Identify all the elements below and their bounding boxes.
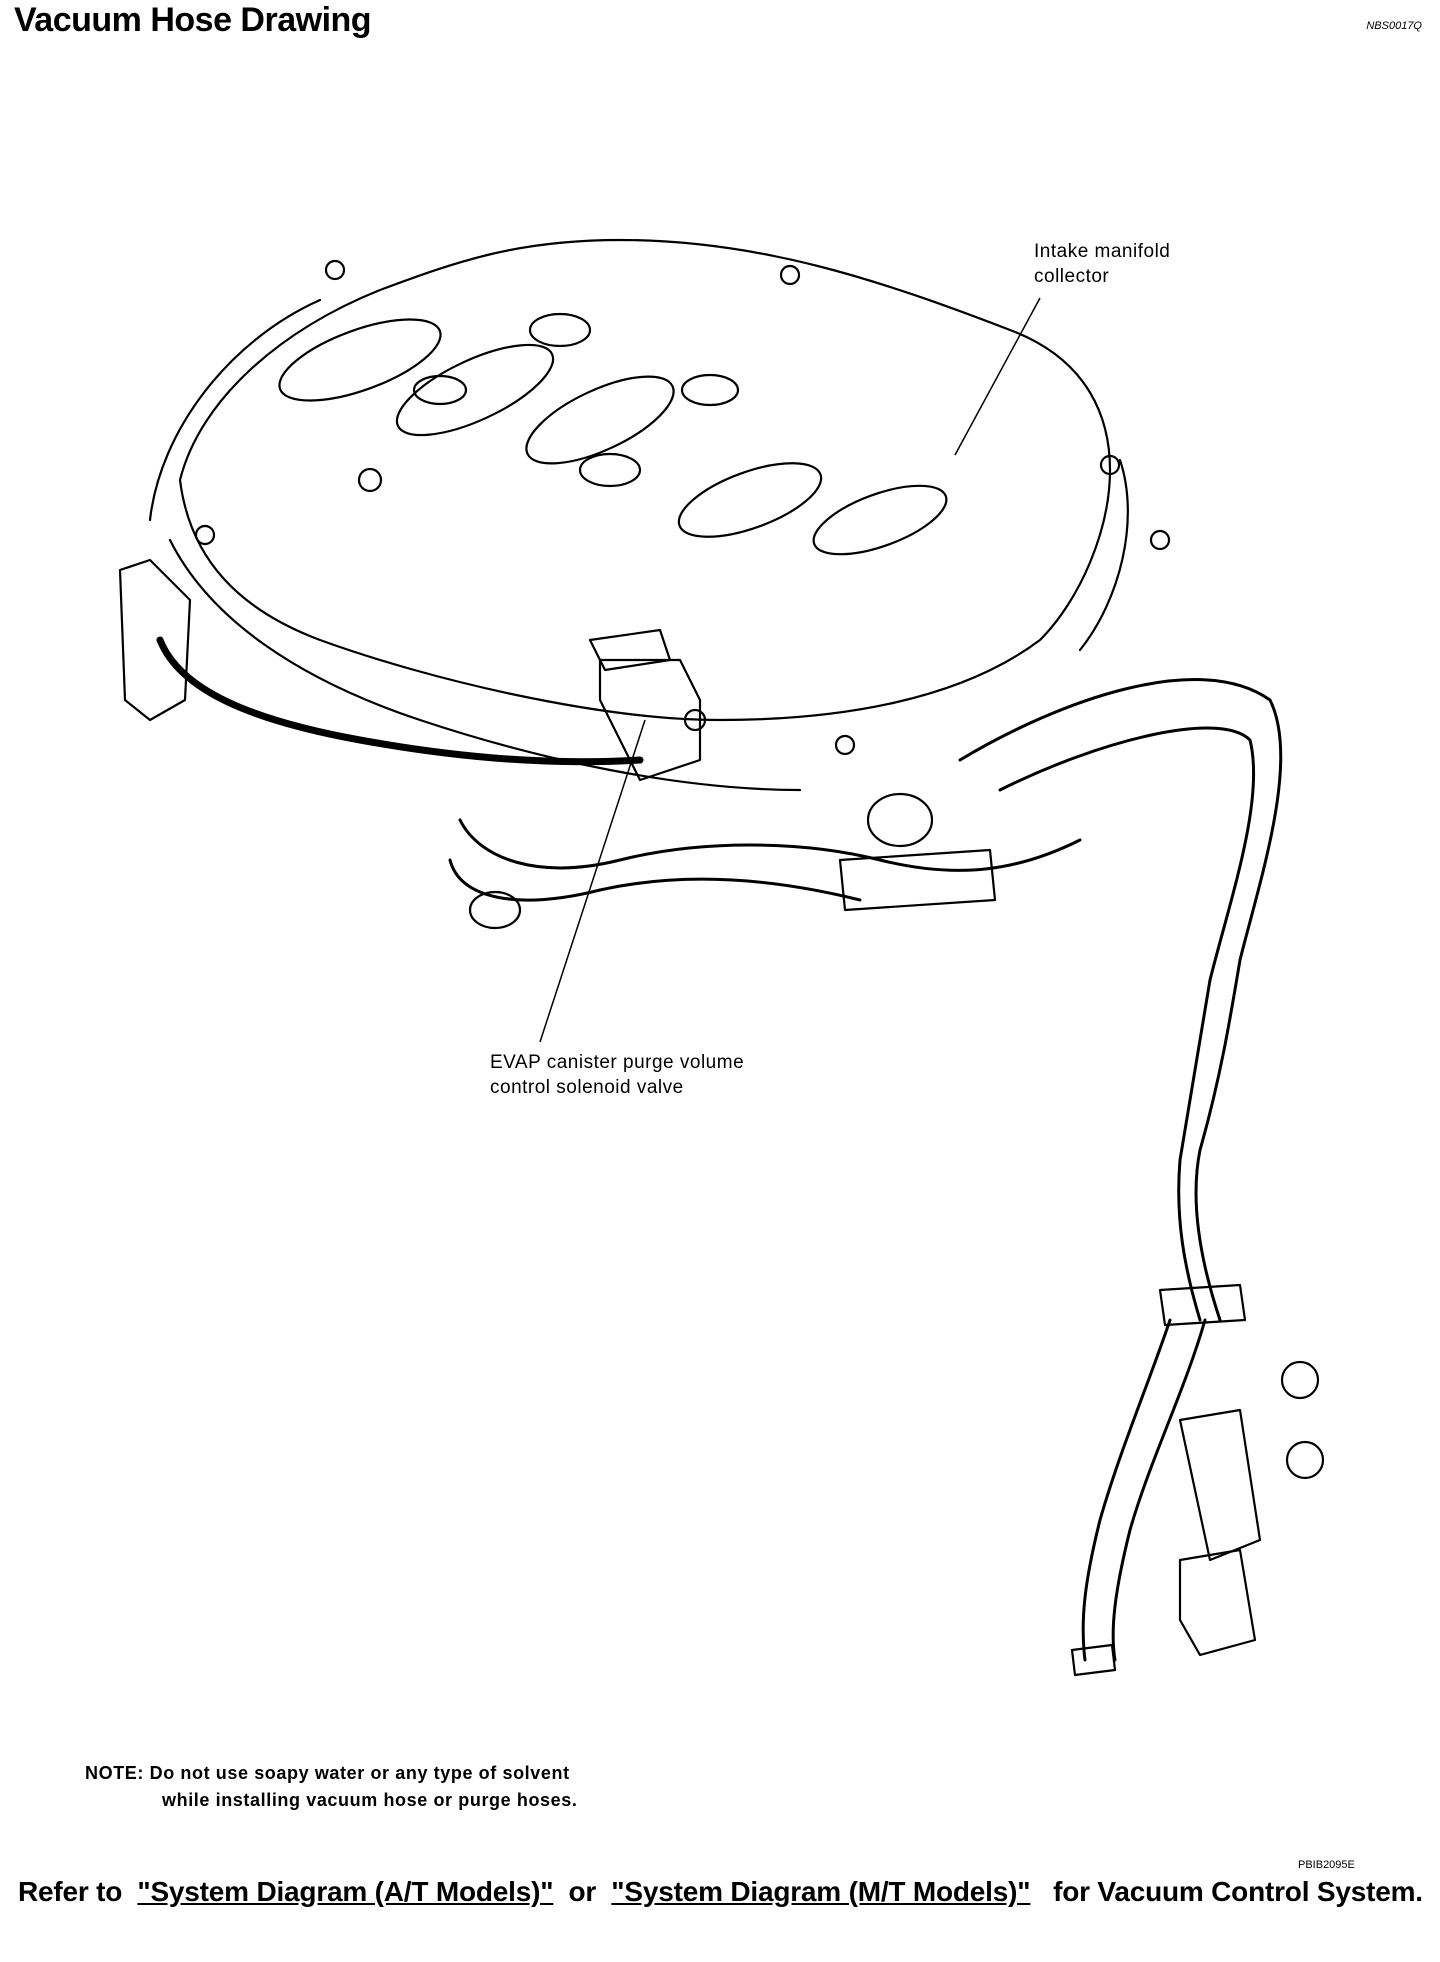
callout-intake-line1: Intake manifold bbox=[1034, 241, 1171, 262]
bolt-3 bbox=[1099, 454, 1121, 476]
port-oval-1 bbox=[278, 318, 442, 402]
evap-solenoid-nut bbox=[683, 708, 707, 732]
evap-solenoid-body bbox=[598, 658, 702, 782]
callout-intake-manifold: Intake manifold collector bbox=[1034, 239, 1170, 289]
purge-hose-long-inner bbox=[998, 726, 1256, 1322]
callout-evap-line2: control solenoid valve bbox=[490, 1077, 684, 1098]
bolt-2 bbox=[779, 264, 801, 286]
callout-evap-valve: EVAP canister purge volume control solen… bbox=[490, 1050, 744, 1100]
canister-port-2 bbox=[1285, 1440, 1325, 1480]
boss-3 bbox=[412, 374, 468, 406]
bolt-1 bbox=[324, 259, 346, 281]
callout-evap-line1: EVAP canister purge volume bbox=[490, 1052, 745, 1073]
hose-end-clamp bbox=[1070, 1643, 1117, 1677]
port-oval-5 bbox=[812, 484, 948, 556]
leader-intake bbox=[954, 297, 1041, 456]
canister-connector bbox=[1178, 1408, 1262, 1562]
system-diagram-mt-link[interactable]: "System Diagram (M/T Models)" bbox=[611, 1876, 1031, 1907]
boss-1 bbox=[528, 312, 592, 348]
evap-solenoid-connector bbox=[588, 628, 672, 672]
port-oval-4 bbox=[677, 462, 823, 538]
section-code: NBS0017Q bbox=[1366, 20, 1422, 32]
system-diagram-at-link[interactable]: "System Diagram (A/T Models)" bbox=[137, 1876, 554, 1907]
note-block: NOTE: Do not use soapy water or any type… bbox=[85, 1760, 577, 1814]
bolt-6 bbox=[357, 467, 383, 493]
canister-clamp bbox=[1158, 1283, 1247, 1327]
leader-evap bbox=[539, 719, 646, 1043]
note-line2: while installing vacuum hose or purge ho… bbox=[162, 1790, 578, 1810]
refer-prefix: Refer to bbox=[18, 1876, 123, 1907]
left-vacuum-hose bbox=[156, 636, 644, 766]
page-title: Vacuum Hose Drawing bbox=[14, 1, 372, 39]
bolt-4 bbox=[1149, 529, 1171, 551]
purge-hose-lower-2 bbox=[448, 858, 862, 902]
port-oval-2 bbox=[395, 343, 555, 437]
lower-valve bbox=[866, 792, 934, 848]
purge-hose-lower-1 bbox=[458, 818, 1082, 872]
bolt-7 bbox=[834, 734, 856, 756]
boss-2 bbox=[680, 373, 740, 407]
canister-hose-left bbox=[1081, 1318, 1172, 1662]
canister-end-fitting bbox=[1178, 1548, 1257, 1657]
figure-id: PBIB2095E bbox=[1298, 1859, 1355, 1871]
purge-hose-connector bbox=[838, 848, 997, 912]
lower-fitting bbox=[468, 890, 522, 930]
refer-or: or bbox=[568, 1876, 597, 1907]
boss-4 bbox=[578, 452, 642, 488]
left-bracket bbox=[118, 558, 192, 722]
note-line1: NOTE: Do not use soapy water or any type… bbox=[85, 1763, 570, 1783]
purge-hose-long-outer bbox=[958, 678, 1283, 1322]
canister-hose-right bbox=[1111, 1318, 1207, 1662]
callout-intake-line2: collector bbox=[1034, 266, 1110, 287]
bolt-5 bbox=[194, 524, 216, 546]
port-oval-3 bbox=[525, 375, 675, 465]
refer-suffix: for Vacuum Control System. bbox=[1053, 1876, 1423, 1907]
canister-port-1 bbox=[1280, 1360, 1320, 1400]
manifold-outer-flange bbox=[148, 298, 1129, 792]
manifold-outline bbox=[178, 238, 1112, 722]
refer-paragraph: Refer to "System Diagram (A/T Models)" o… bbox=[18, 1875, 1428, 1909]
